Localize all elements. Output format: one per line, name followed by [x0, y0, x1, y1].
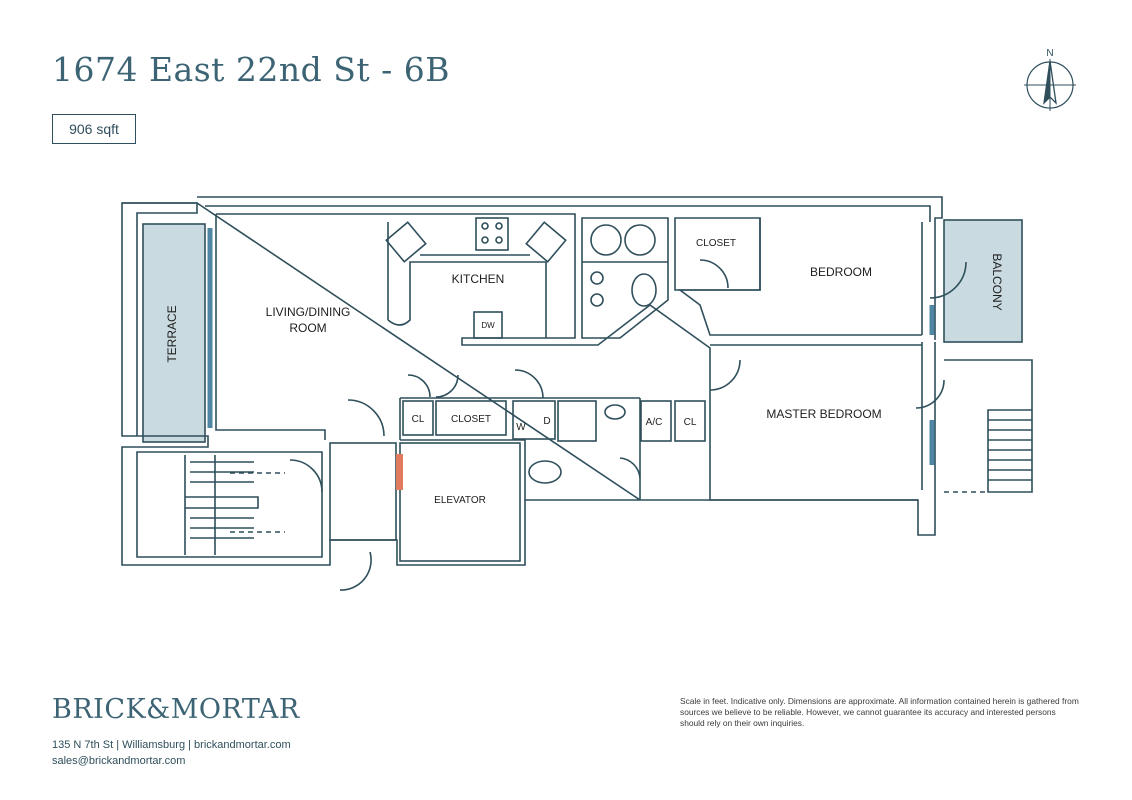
master-bedroom-label: MASTER BEDROOM	[766, 407, 881, 421]
bedroom-label: BEDROOM	[810, 265, 872, 279]
compass-north-label: N	[1046, 48, 1053, 59]
email-line: sales@brickandmortar.com	[52, 755, 186, 767]
north-compass-icon: N	[1024, 48, 1076, 111]
closet-cl1-label: CL	[412, 414, 425, 425]
disclaimer-text: Scale in feet. Indicative only. Dimensio…	[680, 696, 1079, 728]
page-title: 1674 East 22nd St - 6B	[52, 50, 451, 89]
footer-address: 135 N 7th St | Williamsburg | brickandmo…	[52, 737, 291, 769]
dryer-label: D	[543, 416, 550, 427]
living-label: LIVING/DINING	[266, 305, 351, 319]
dishwasher-label: DW	[481, 321, 495, 330]
elevator-label: ELEVATOR	[434, 495, 486, 506]
ac-label: A/C	[646, 417, 663, 428]
address-line: 135 N 7th St | Williamsburg | brickandmo…	[52, 739, 291, 751]
outer-wall	[121, 196, 943, 566]
balcony-area	[943, 219, 1023, 343]
closet-mid-label: CLOSET	[451, 414, 491, 425]
terrace-label: TERRACE	[165, 305, 179, 362]
balcony-label: BALCONY	[990, 253, 1004, 310]
brand-logo: BRICK&MORTAR	[52, 694, 300, 725]
area-badge: 906 sqft	[52, 114, 136, 144]
elevator-door-marker	[396, 454, 403, 490]
terrace-frame	[122, 202, 198, 436]
closet-cl2-label: CL	[684, 417, 697, 428]
closet-top-label: CLOSET	[696, 238, 736, 249]
washer-label: W	[516, 422, 526, 433]
terrace-area	[142, 223, 206, 443]
living-label-line2: ROOM	[289, 321, 326, 335]
kitchen-label: KITCHEN	[452, 272, 505, 286]
